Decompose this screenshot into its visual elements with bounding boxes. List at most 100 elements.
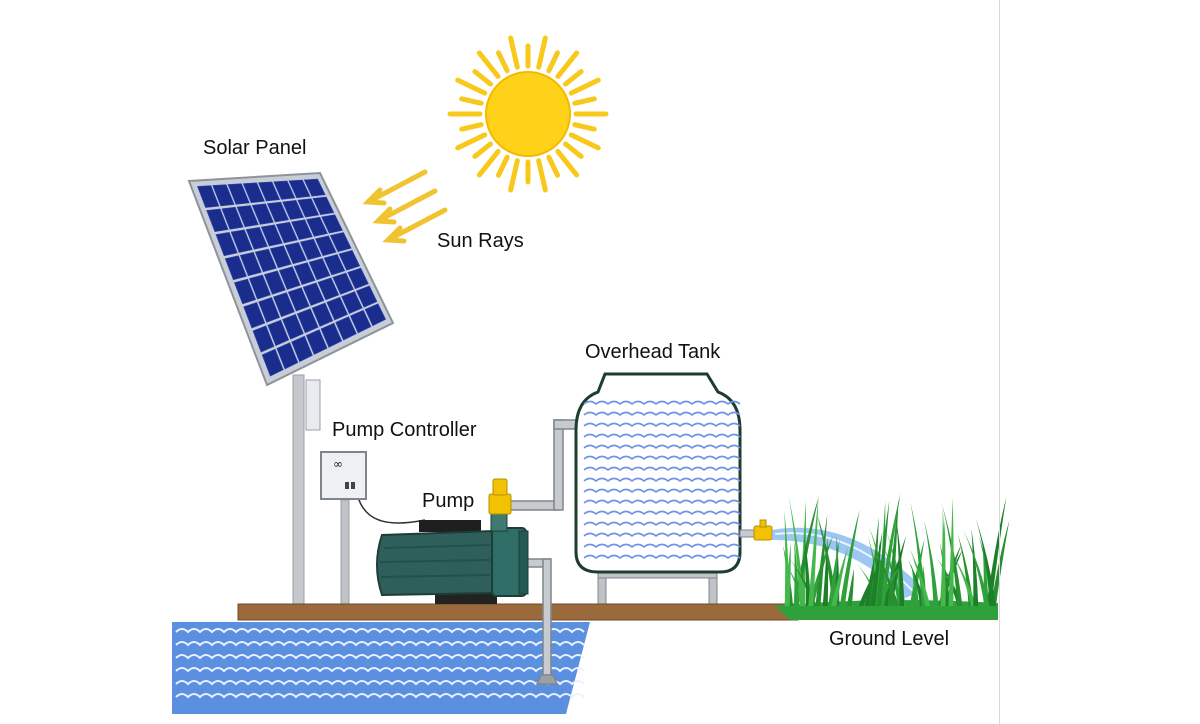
sun-ray [472,141,493,159]
panel-cell [341,291,363,315]
panel-cell [258,181,281,202]
tank-water-wave [583,532,741,538]
water-reservoir [172,622,590,714]
panel-cell [261,348,284,377]
sun-ray [536,35,548,70]
grass-blade [908,560,926,606]
panel-cell [243,302,266,329]
sun-ray [495,154,510,178]
panel-cell [273,180,296,200]
panel-cell [284,242,307,265]
solar-panel-label: Solar Panel [203,137,307,159]
panel-cell [296,308,319,334]
panel-cell [269,245,292,269]
grass-blade [990,520,1010,606]
pipe-to-tank [507,419,581,511]
sun-ray [546,50,561,74]
panel-cell [197,185,220,208]
panel-cell [306,216,328,237]
panel-cell [242,182,265,204]
panel-cell [206,208,229,232]
panel-cell [332,272,354,295]
sun-ray [476,149,501,178]
panel-cell [212,184,235,207]
sun-ray [459,122,484,132]
grass [775,493,1010,620]
sun-ray [508,158,520,193]
grass-blade [936,557,963,606]
panel-cell [224,255,247,281]
grass-blade [963,529,990,606]
pump [376,478,529,604]
panel-cell [312,196,335,216]
grass-blade [808,499,819,606]
divider-line [999,0,1000,724]
panel-cell [329,232,352,253]
panel-cell [273,292,295,318]
sun-ray [563,141,584,159]
overhead-tank-label: Overhead Tank [585,341,721,363]
panel-cell [290,219,313,240]
sun-ray-arrowhead [362,187,387,206]
panel-cell [338,249,361,271]
panel-cell [275,221,298,244]
panel-cell [347,267,369,290]
panel-cell [263,270,286,295]
grass-blade [876,500,890,606]
sun-disc [485,71,571,157]
panel-cell [248,274,271,300]
panel-cell [267,319,290,347]
grass-blade [793,541,799,606]
tank-water-wave [583,422,741,428]
reservoir-wave [175,641,585,647]
grass-blade [839,509,860,606]
sun-ray [455,77,488,96]
solar-panel [187,171,395,387]
panel-cell [321,214,343,234]
reservoir-wave [175,654,585,660]
sun-ray [495,50,510,74]
panel-cell [215,231,238,257]
controller-wire [357,496,426,524]
panel-cell [297,198,320,218]
panel-cell [276,342,299,370]
tank-water-wave [583,455,741,461]
outlet-valve [739,519,773,541]
controller-symbol: ∞ [333,457,343,471]
panel-cell [227,183,250,205]
sun-ray [476,50,501,79]
panel-cell [221,206,244,230]
ground-level-label: Ground Level [829,628,950,650]
panel-cell [326,296,348,321]
ground-strip [237,603,799,621]
tank-water-wave [583,543,741,549]
panel-cell [236,205,259,228]
grass-blade [831,547,848,606]
panel-junction-box [305,379,321,431]
panel-cell [288,179,311,199]
reservoir-wave [175,628,585,634]
pump-valve [488,493,512,515]
conduit-pipe [340,499,350,607]
grass-blade [949,549,977,606]
grass-blade [870,531,883,606]
grass-blade [909,538,925,606]
sun-ray [572,122,597,132]
sun-ray [546,154,561,178]
overhead-tank [574,372,742,606]
reservoir-wave [175,680,585,686]
grass-blade [871,545,899,606]
pump-terminal-box [419,520,481,532]
grass-blade [912,557,931,606]
panel-cell [278,266,301,290]
grass-blade [879,493,901,606]
sun-ray [508,35,520,70]
sun-ray [563,69,584,87]
grass-blade [815,514,828,606]
panel-cell [305,329,328,355]
panel-cell [260,224,283,247]
panel-cell [245,226,268,250]
panel-cell [302,282,325,306]
pump-label: Pump [422,490,475,512]
